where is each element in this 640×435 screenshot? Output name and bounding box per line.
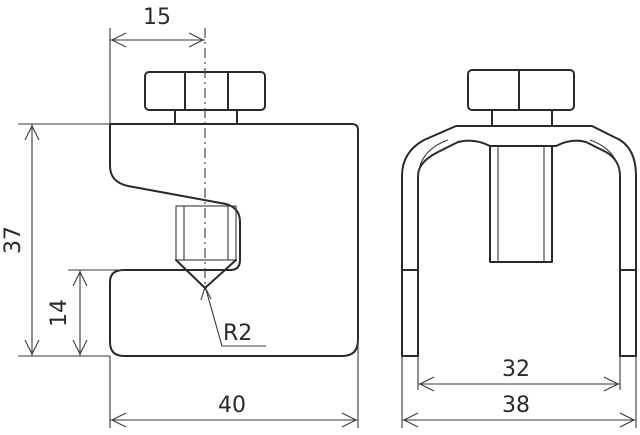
dim-outer-width: 38: [502, 393, 530, 418]
dim-radius: R2: [223, 321, 252, 346]
front-view: 32 38: [401, 69, 637, 428]
dim-top-width: 15: [143, 5, 171, 30]
dim-height-total: 37: [1, 226, 26, 254]
screw-side: [175, 205, 237, 261]
screw-front: [489, 145, 553, 263]
side-view: 15 37 14 R2 40: [1, 5, 359, 428]
clamp-body-front: [401, 125, 637, 357]
bolt-head-front: [467, 69, 575, 111]
dim-inner-width: 32: [502, 357, 530, 382]
dim-width-left: 40: [218, 393, 246, 418]
dim-height-lower: 14: [47, 299, 72, 327]
